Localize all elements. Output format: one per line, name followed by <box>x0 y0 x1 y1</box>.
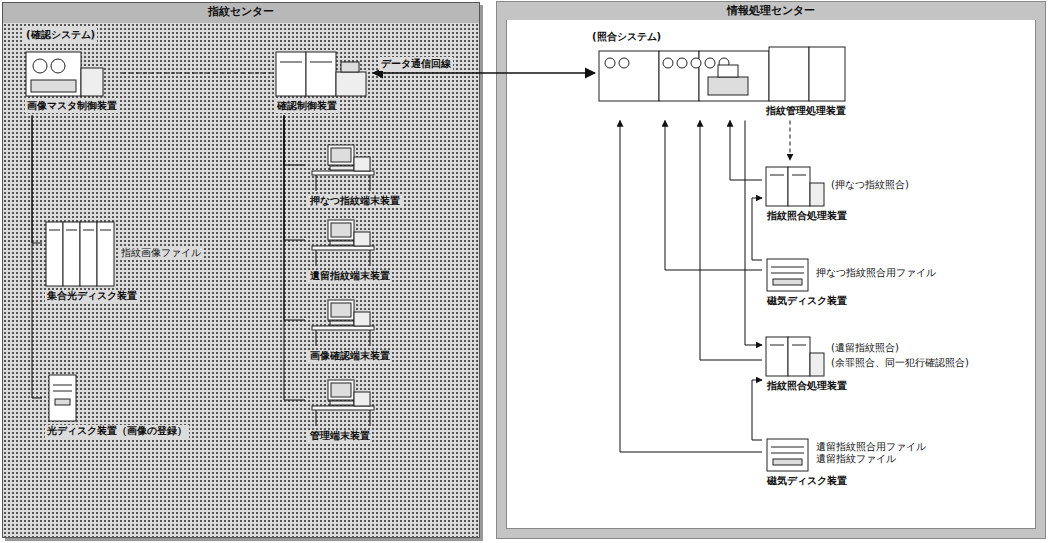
connector <box>752 380 762 440</box>
device-label: (遺留指紋照合) <box>829 342 901 355</box>
connector <box>373 72 595 74</box>
connector <box>665 121 762 271</box>
center-panel: 指紋センター画像マスタ制御装置 確認制御装置指紋画像ファイル集合光ディスク装置光デ… <box>2 2 480 538</box>
device-label: 画像マスタ制御装置 <box>25 100 119 113</box>
equipment-node: (遺留指紋照合) (余罪照合、同一犯行確認照合) 指紋照合処理装置 <box>762 330 974 396</box>
connector <box>284 116 305 321</box>
equipment-icon <box>45 218 115 288</box>
equipment-icon <box>275 48 370 98</box>
equipment-icon <box>308 218 378 268</box>
connector <box>32 116 42 244</box>
equipment-node: 押なつ指紋端末装置 <box>305 140 405 211</box>
equipment-icon <box>308 143 378 193</box>
equipment-node: (押なつ指紋照合) 指紋照合処理装置 <box>762 160 914 226</box>
device-label: (押なつ指紋照合) <box>829 179 911 192</box>
connector <box>730 121 762 181</box>
device-label: 指紋管理処理装置 <box>764 105 848 118</box>
device-label: 画像確認端末装置 <box>308 350 392 363</box>
connector <box>752 198 762 260</box>
panel-title: 情報処理センター <box>723 4 819 17</box>
equipment-icon <box>45 373 80 423</box>
connector <box>32 116 42 399</box>
device-label: (余罪照合、同一犯行確認照合) <box>829 357 971 370</box>
connector <box>620 121 762 453</box>
device-label: 指紋照合処理装置 <box>765 380 849 393</box>
equipment-node: 画像確認端末装置 <box>305 295 395 366</box>
device-label: 指紋画像ファイル <box>119 247 203 260</box>
edge-label: データ通信回線 <box>379 57 453 71</box>
device-label: 押なつ指紋照合用ファイル <box>814 267 938 280</box>
equipment-icon <box>765 433 810 473</box>
connector <box>700 121 762 361</box>
device-label: 指紋照合処理装置 <box>765 210 849 223</box>
equipment-icon <box>25 48 105 98</box>
device-label: 押なつ指紋端末装置 <box>308 195 402 208</box>
equipment-icon <box>765 163 825 208</box>
panel-title-bar: 情報処理センター <box>506 2 1036 20</box>
center-panel: 情報処理センター指紋管理処理装置(押なつ指紋照合)指紋照合処理装置押なつ指紋照合… <box>497 2 1045 538</box>
connector <box>284 116 305 166</box>
equipment-icon <box>765 333 825 378</box>
panel-title: 指紋センター <box>204 5 278 18</box>
connector <box>284 116 305 401</box>
device-label: 遺留指紋照合用ファイル 遺留指紋ファイル <box>814 441 934 466</box>
equipment-node: 確認制御装置 <box>272 45 373 116</box>
equipment-node: 画像マスタ制御装置 <box>22 45 122 116</box>
equipment-node: 指紋管理処理装置 <box>595 40 851 121</box>
equipment-icon <box>308 298 378 348</box>
equipment-node: 押なつ指紋照合用ファイル磁気ディスク装置 <box>762 250 941 311</box>
equipment-node: 遺留指紋端末装置 <box>305 215 395 286</box>
equipment-node: 遺留指紋照合用ファイル 遺留指紋ファイル磁気ディスク装置 <box>762 430 937 491</box>
device-label: 確認制御装置 <box>275 100 339 113</box>
equipment-node: 指紋画像ファイル集合光ディスク装置 <box>42 215 206 306</box>
connector <box>745 121 762 346</box>
system-label: (照合システム) <box>590 30 663 44</box>
equipment-node: 光ディスク装置（画像の登録） <box>42 370 192 441</box>
device-label: 集合光ディスク装置 <box>45 290 139 303</box>
equipment-icon <box>598 43 848 103</box>
equipment-icon <box>765 253 810 293</box>
connector <box>122 73 272 74</box>
connector <box>284 116 305 241</box>
connector <box>790 121 791 161</box>
device-label: 磁気ディスク装置 <box>765 295 849 308</box>
panel-title-bar: 指紋センター <box>3 3 479 23</box>
device-label: 磁気ディスク装置 <box>765 475 849 488</box>
equipment-icon <box>308 378 378 428</box>
device-label: 管理端末装置 <box>308 430 372 443</box>
device-label: 光ディスク装置（画像の登録） <box>45 425 189 438</box>
equipment-node: 管理端末装置 <box>305 375 381 446</box>
system-label: (確認システム) <box>24 28 97 42</box>
device-label: 遺留指紋端末装置 <box>308 270 392 283</box>
